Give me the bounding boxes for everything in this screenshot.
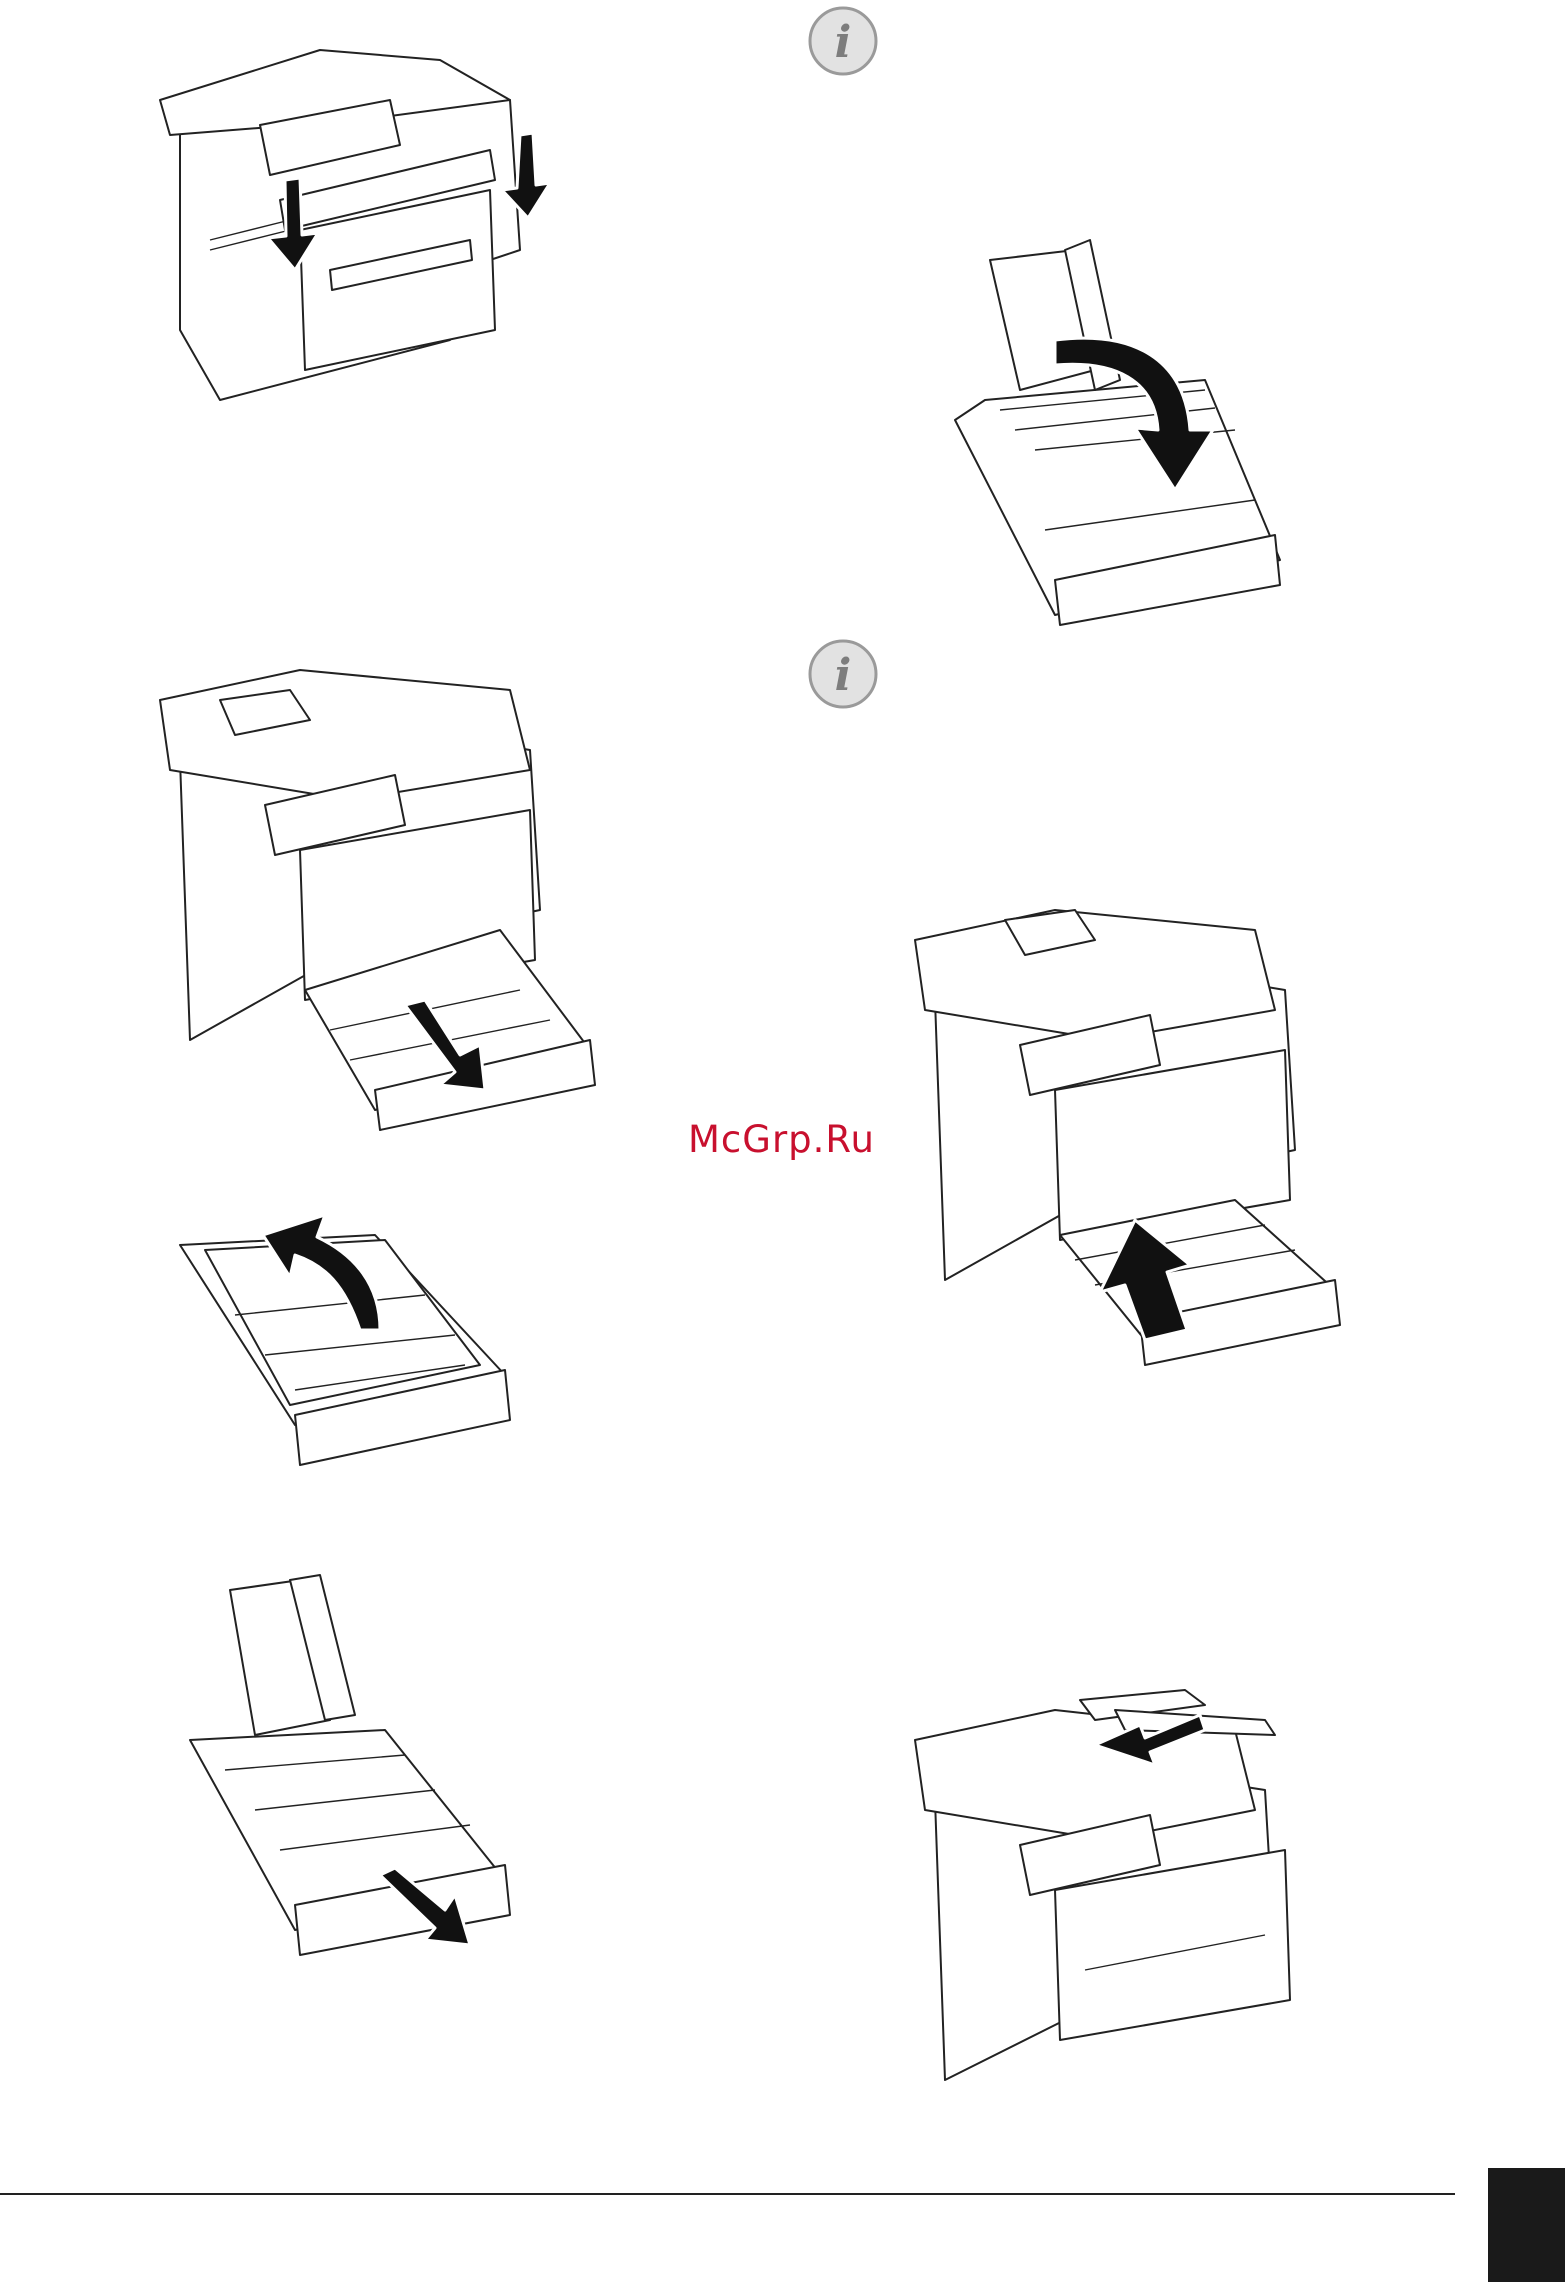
printer-illustration-transport-locks [150,40,550,410]
printer-insert-tray-illustration [905,900,1355,1370]
info-icon: i [807,5,879,81]
bottom-rule [0,2193,1455,2195]
info-icon: i [807,638,879,714]
page-tab [1488,2168,1565,2282]
printer-attach-feeder-tray-illustration [905,1690,1285,2090]
paper-tray-lift-cover-illustration [175,1195,515,1475]
watermark: McGrp.Ru [688,1118,875,1161]
paper-tray-close-cover-illustration [945,230,1285,620]
paper-tray-adjust-guide-illustration [185,1570,515,1955]
svg-text:i: i [835,650,852,701]
printer-pull-tray-illustration [150,660,600,1130]
svg-text:i: i [835,17,852,68]
